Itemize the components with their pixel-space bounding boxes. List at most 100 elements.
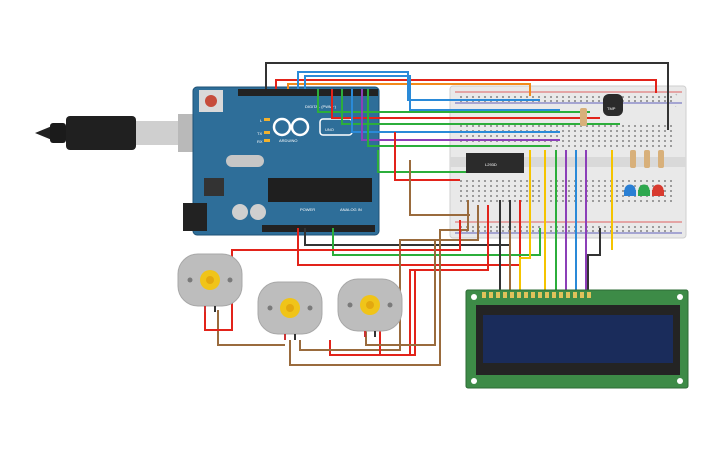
breadboard-hole xyxy=(604,145,606,147)
breadboard-center-channel xyxy=(450,157,686,167)
breadboard-hole xyxy=(550,180,552,182)
breadboard-hole xyxy=(562,96,564,98)
breadboard-hole xyxy=(568,130,570,132)
resistor-1 xyxy=(580,108,587,126)
breadboard-hole xyxy=(514,190,516,192)
breadboard-hole xyxy=(592,185,594,187)
breadboard-hole xyxy=(514,195,516,197)
breadboard-hole xyxy=(580,135,582,137)
dc-motor[interactable] xyxy=(177,253,243,312)
breadboard-hole xyxy=(664,140,666,142)
breadboard-hole xyxy=(490,200,492,202)
analog-pins-label: ANALOG IN xyxy=(340,207,362,212)
breadboard-hole xyxy=(532,200,534,202)
breadboard-hole xyxy=(556,96,558,98)
breadboard-hole xyxy=(574,125,576,127)
lcd-pin xyxy=(524,292,528,298)
breadboard-hole xyxy=(634,185,636,187)
arduino-uno-board[interactable]: ARDUINO UNO DIGITAL (PWM~) POWER ANALOG … xyxy=(183,86,380,236)
breadboard-hole xyxy=(532,180,534,182)
lcd-pin xyxy=(510,292,514,298)
breadboard-hole xyxy=(562,226,564,228)
wire-black-gnd xyxy=(265,62,669,130)
breadboard-hole xyxy=(568,100,570,102)
lcd-hole-tl xyxy=(471,294,477,300)
breadboard-hole xyxy=(472,185,474,187)
breadboard-hole xyxy=(520,190,522,192)
breadboard-hole xyxy=(514,96,516,98)
breadboard-hole xyxy=(652,135,654,137)
breadboard-hole xyxy=(604,125,606,127)
breadboard-hole xyxy=(652,180,654,182)
breadboard-hole xyxy=(598,100,600,102)
power-pins-label: POWER xyxy=(300,207,315,212)
breadboard-hole xyxy=(514,125,516,127)
breadboard-hole xyxy=(646,125,648,127)
breadboard-hole xyxy=(646,130,648,132)
breadboard-hole xyxy=(622,226,624,228)
crystal xyxy=(226,155,264,167)
breadboard-hole xyxy=(574,140,576,142)
breadboard-hole xyxy=(538,226,540,228)
lcd-16x2[interactable] xyxy=(465,289,689,389)
breadboard-hole xyxy=(460,195,462,197)
breadboard-hole xyxy=(664,180,666,182)
dc-motor[interactable] xyxy=(257,281,323,340)
breadboard-hole xyxy=(586,130,588,132)
breadboard-hole xyxy=(460,200,462,202)
lcd-pin-header xyxy=(482,292,591,298)
breadboard-hole xyxy=(520,180,522,182)
breadboard-hole xyxy=(652,96,654,98)
breadboard-hole xyxy=(670,195,672,197)
breadboard-hole xyxy=(598,185,600,187)
breadboard-hole xyxy=(544,135,546,137)
breadboard-hole xyxy=(640,96,642,98)
dc-motor[interactable] xyxy=(337,278,403,337)
lcd-hole-br xyxy=(677,378,683,384)
breadboard-hole xyxy=(640,125,642,127)
breadboard-hole xyxy=(628,180,630,182)
breadboard-hole xyxy=(664,190,666,192)
digital-header xyxy=(238,89,378,96)
breadboard-hole xyxy=(616,226,618,228)
temperature-sensor[interactable]: TMP xyxy=(603,94,623,116)
reset-button[interactable] xyxy=(205,95,217,107)
lcd-pin xyxy=(587,292,591,298)
breadboard-hole xyxy=(622,145,624,147)
atmega-chip xyxy=(268,178,372,202)
led-base xyxy=(638,190,650,196)
led-base xyxy=(652,190,664,196)
breadboard-hole xyxy=(652,140,654,142)
breadboard-hole xyxy=(544,96,546,98)
breadboard-hole xyxy=(592,145,594,147)
breadboard-hole xyxy=(538,180,540,182)
breadboard-hole xyxy=(484,96,486,98)
breadboard-hole xyxy=(646,180,648,182)
l293d-chip[interactable]: L293D xyxy=(466,153,524,173)
breadboard-hole xyxy=(646,100,648,102)
breadboard-hole xyxy=(634,130,636,132)
breadboard-hole xyxy=(664,125,666,127)
breadboard-hole xyxy=(502,185,504,187)
breadboard-hole xyxy=(538,195,540,197)
breadboard-hole xyxy=(550,226,552,228)
breadboard-hole xyxy=(628,96,630,98)
breadboard-hole xyxy=(496,230,498,232)
breadboard-hole xyxy=(580,96,582,98)
breadboard-hole xyxy=(604,185,606,187)
lcd-pin xyxy=(566,292,570,298)
wire-blue-3 xyxy=(351,89,560,133)
breadboard-hole xyxy=(568,226,570,228)
breadboard-hole xyxy=(670,145,672,147)
breadboard-hole xyxy=(640,230,642,232)
rail-minus-label: - xyxy=(675,103,677,108)
breadboard-hole xyxy=(562,135,564,137)
breadboard-hole xyxy=(568,200,570,202)
breadboard-hole xyxy=(496,200,498,202)
breadboard-hole xyxy=(598,190,600,192)
breadboard-hole xyxy=(550,195,552,197)
breadboard-hole xyxy=(562,230,564,232)
breadboard-hole xyxy=(670,185,672,187)
breadboard-hole xyxy=(484,125,486,127)
breadboard-hole xyxy=(598,145,600,147)
